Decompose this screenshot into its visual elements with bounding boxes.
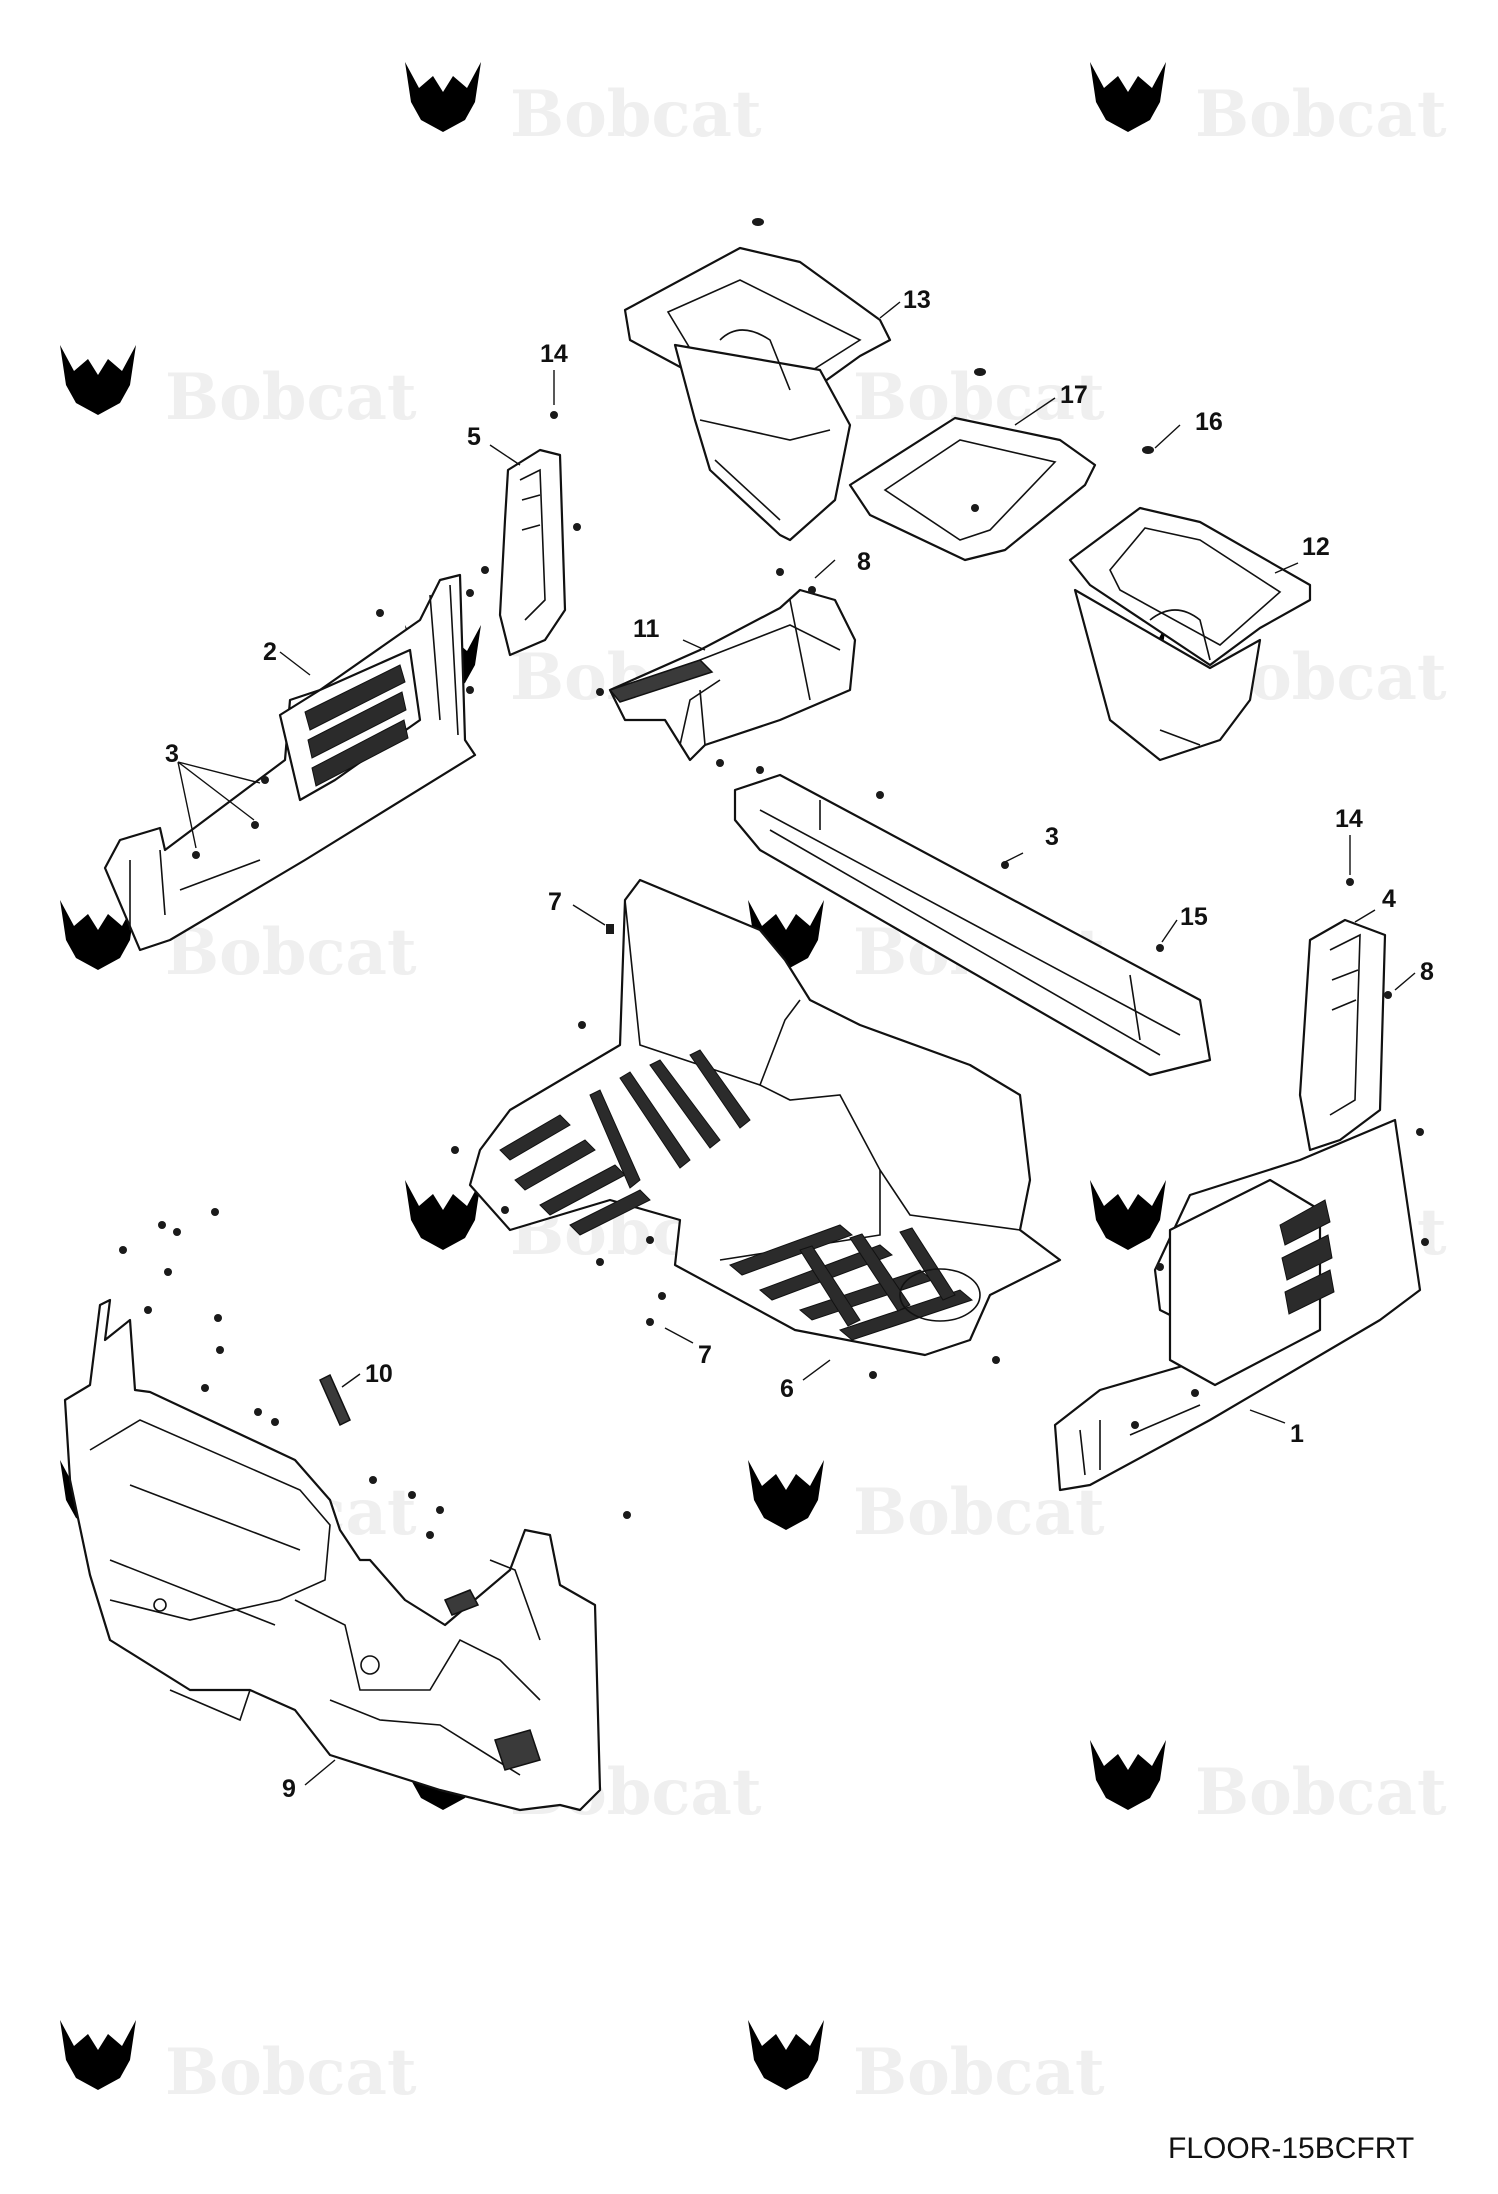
svg-text:Bobcat: Bobcat [165,2035,417,2110]
part-12-storage-bin [1068,506,1312,762]
callout-7-top: 7 [548,888,562,916]
watermark-1: Bobcat [405,62,762,152]
svg-text:Bobcat: Bobcat [1195,1755,1447,1830]
callout-6: 6 [780,1375,794,1403]
callout-13: 13 [903,286,931,314]
callout-7-bottom: 7 [698,1341,712,1369]
part-17-tray [848,416,1097,562]
callout-14-left: 14 [540,340,568,368]
callouts: 13 17 16 14 5 8 11 12 2 3 3 14 4 8 15 7 … [165,286,1434,1803]
callout-17: 17 [1060,381,1088,409]
callout-11: 11 [633,615,660,643]
leader-lines [177,301,1416,1786]
drawing-code: FLOOR-15BCFRT [1168,2132,1414,2165]
part-5-left-upright [498,448,567,657]
watermark-14: Bobcat [1090,1740,1447,1830]
svg-text:Bobcat: Bobcat [510,77,762,152]
watermark-15: Bobcat [60,2020,417,2110]
callout-8-top: 8 [857,548,871,576]
callout-8-right: 8 [1420,958,1434,986]
callout-4: 4 [1382,885,1396,913]
part-2-left-side-panel [103,573,477,952]
svg-text:Bobcat: Bobcat [165,360,417,435]
fasteners [119,218,1429,1539]
part-6-floor-pan [468,878,1062,1357]
floor-grid-right [729,1224,974,1341]
part-10-bracket [319,1373,351,1427]
callout-15: 15 [1180,903,1208,931]
watermark-2: Bobcat [1090,62,1447,152]
floor-grid-left [499,1049,751,1236]
part-13-storage-bin [623,246,892,542]
svg-text:Bobcat: Bobcat [1195,77,1447,152]
callout-16: 16 [1195,408,1223,436]
watermark-7: Bobcat [60,900,417,990]
part-3-crossmember [733,773,1212,1077]
callout-2: 2 [263,638,277,666]
part-1-right-side-panel [1053,1118,1422,1492]
callout-3-right: 3 [1045,823,1059,851]
callout-3-left: 3 [165,740,179,768]
callout-12: 12 [1302,533,1330,561]
watermark-16: Bobcat [748,2020,1105,2110]
part-11-console [608,588,857,762]
watermark-3: Bobcat [60,345,417,435]
callout-5: 5 [467,423,481,451]
callout-1: 1 [1290,1420,1304,1448]
callout-10: 10 [365,1360,393,1388]
part-4-right-upright [1298,918,1387,1152]
part-9-front-panel [63,1298,602,1812]
callout-14-right: 14 [1335,805,1363,833]
watermark-12: Bobcat [748,1460,1105,1550]
svg-text:Bobcat: Bobcat [165,915,417,990]
callout-9: 9 [282,1775,296,1803]
svg-text:Bobcat: Bobcat [853,2035,1105,2110]
